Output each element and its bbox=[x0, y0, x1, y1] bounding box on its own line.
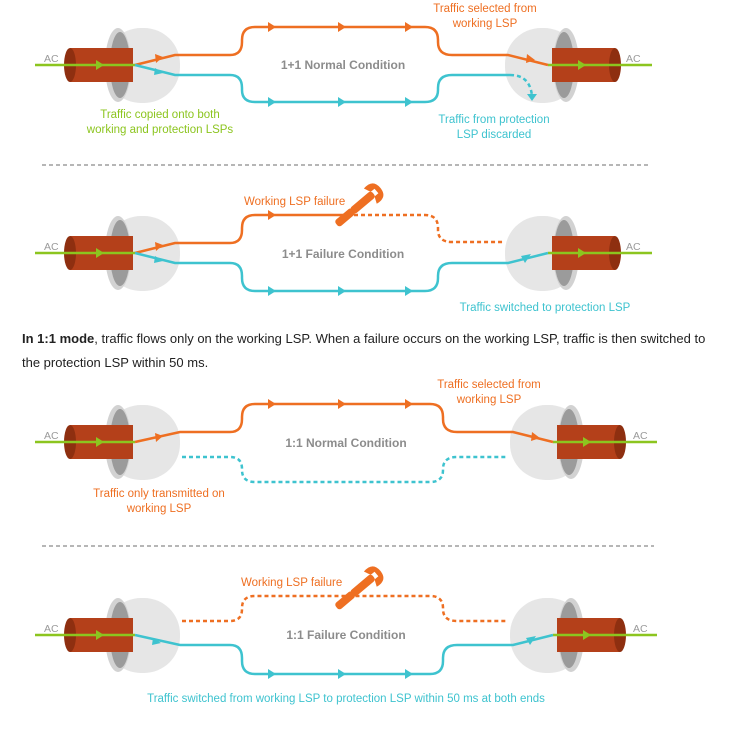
label-transmitted-line1: Traffic only transmitted on bbox=[93, 488, 225, 500]
protection-lsp-idle bbox=[182, 455, 508, 484]
label-failure: Working LSP failure bbox=[244, 196, 345, 208]
ac-label-left: AC bbox=[44, 241, 59, 253]
working-arrow bbox=[526, 54, 535, 63]
attachment-arrow-right bbox=[583, 630, 591, 640]
ac-label-right: AC bbox=[626, 53, 641, 65]
working-arrow bbox=[338, 399, 346, 409]
label-selected-line2: working LSP bbox=[452, 18, 518, 30]
label-switched: Traffic switched to protection LSP bbox=[460, 302, 631, 314]
working-arrow bbox=[155, 433, 163, 442]
attachment-arrow-right bbox=[583, 437, 591, 447]
protection-arrow bbox=[405, 286, 413, 296]
working-arrow bbox=[405, 399, 413, 409]
ac-label-right: AC bbox=[633, 430, 648, 442]
attachment-arrow-left bbox=[96, 248, 104, 258]
protection-discard bbox=[509, 73, 534, 97]
protection-arrow bbox=[405, 669, 413, 679]
label-discarded-line2: LSP discarded bbox=[457, 129, 532, 141]
description-paragraph: In 1:1 mode, traffic flows only on the w… bbox=[22, 327, 712, 375]
panel-title: 1+1 Normal Condition bbox=[281, 58, 405, 72]
ac-label-right: AC bbox=[633, 623, 648, 635]
protection-arrow bbox=[268, 286, 276, 296]
label-failure: Working LSP failure bbox=[241, 577, 342, 589]
ac-label-left: AC bbox=[44, 430, 59, 442]
working-lsp-failed bbox=[182, 594, 508, 623]
label-selected-line1: Traffic selected from bbox=[437, 379, 541, 391]
label-selected-line1: Traffic selected from bbox=[433, 3, 537, 15]
working-arrow bbox=[268, 399, 276, 409]
label-discarded-line1: Traffic from protection bbox=[438, 114, 549, 126]
label-copied-line2: working and protection LSPs bbox=[86, 124, 234, 136]
protection-lsp bbox=[134, 63, 510, 104]
panel-1to1-normal: AC AC 1:1 Normal Condition Traffic selec… bbox=[35, 379, 657, 515]
working-lsp-failed bbox=[340, 213, 505, 244]
protection-arrow bbox=[154, 256, 163, 263]
panel-1plus1-normal: AC AC 1+1 Normal Condition Traffic copie… bbox=[35, 3, 652, 141]
attachment-arrow-right bbox=[578, 248, 586, 258]
protection-arrow bbox=[154, 68, 163, 75]
protection-discard-arrow bbox=[527, 94, 537, 101]
left-endpoint bbox=[64, 216, 180, 291]
label-copied-line1: Traffic copied onto both bbox=[100, 109, 220, 121]
protection-arrow bbox=[521, 254, 531, 263]
protection-arrow bbox=[338, 97, 346, 107]
working-arrow bbox=[531, 432, 540, 441]
label-selected-line2: working LSP bbox=[456, 394, 522, 406]
attachment-arrow-left bbox=[96, 630, 104, 640]
panel-title: 1+1 Failure Condition bbox=[282, 247, 404, 261]
paragraph-text: , traffic flows only on the working LSP.… bbox=[22, 331, 706, 370]
working-arrow bbox=[268, 210, 276, 220]
working-arrow bbox=[338, 22, 346, 32]
working-arrow bbox=[155, 54, 163, 63]
panel-title: 1:1 Failure Condition bbox=[286, 628, 405, 642]
protection-arrow bbox=[152, 638, 161, 645]
protection-arrow bbox=[338, 669, 346, 679]
paragraph-bold: In 1:1 mode bbox=[22, 331, 95, 346]
attachment-arrow-left bbox=[96, 437, 104, 447]
ac-label-left: AC bbox=[44, 53, 59, 65]
attachment-arrow-left bbox=[96, 60, 104, 70]
wrench-icon bbox=[335, 183, 384, 227]
panel-title: 1:1 Normal Condition bbox=[285, 436, 406, 450]
protection-arrow bbox=[338, 286, 346, 296]
panel-1plus1-failure: AC AC 1+1 Failure Condition Working LSP … bbox=[35, 183, 652, 314]
right-endpoint bbox=[505, 28, 621, 103]
working-arrow bbox=[155, 242, 163, 251]
protection-arrow bbox=[526, 636, 536, 645]
wrench-icon bbox=[335, 566, 384, 610]
protection-arrow bbox=[405, 97, 413, 107]
protection-arrow bbox=[268, 97, 276, 107]
panel-1to1-failure: AC AC 1:1 Failure Condition Working LSP … bbox=[35, 566, 657, 705]
working-lsp bbox=[134, 213, 340, 255]
label-switched-both-ends: Traffic switched from working LSP to pro… bbox=[147, 693, 545, 705]
attachment-arrow-right bbox=[578, 60, 586, 70]
ac-label-left: AC bbox=[44, 623, 59, 635]
protection-arrow bbox=[268, 669, 276, 679]
working-arrow bbox=[268, 22, 276, 32]
ac-label-right: AC bbox=[626, 241, 641, 253]
label-transmitted-line2: working LSP bbox=[126, 503, 192, 515]
working-arrow bbox=[405, 22, 413, 32]
